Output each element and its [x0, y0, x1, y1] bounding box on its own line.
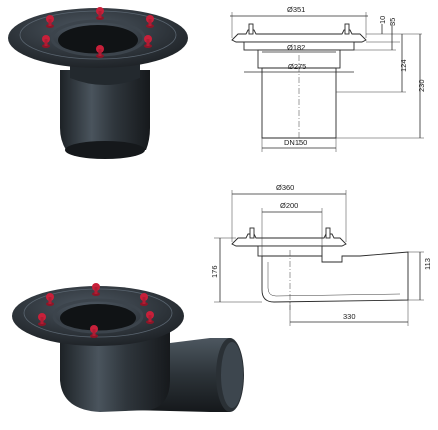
dim-outlet-height: 113 [423, 258, 432, 270]
elbow-body-profile [261, 251, 409, 303]
bolt-right [344, 23, 350, 35]
bolt [92, 283, 100, 296]
dim-height-230: 230 [417, 79, 426, 92]
drain-opening-2 [60, 304, 136, 332]
dim-height-176: 176 [210, 265, 219, 278]
vertical-drain-drawing: Ø351 Ø182 Ø275 DN150 10 35 124 230 [230, 5, 426, 152]
flange-profile [231, 29, 367, 43]
bolt [46, 15, 54, 28]
horizontal-drain-drawing: Ø360 Ø200 176 113 330 [210, 183, 432, 326]
bolt [96, 45, 104, 58]
dim-inner-diameter: Ø182 [287, 43, 305, 52]
bolt [146, 311, 154, 324]
bolt [90, 325, 98, 338]
dim-height-124: 124 [399, 59, 408, 72]
dim-flange-diameter: Ø351 [287, 5, 305, 14]
bolt [42, 35, 50, 48]
inner-wall [267, 262, 401, 297]
dim-ring-diameter: Ø275 [288, 62, 306, 71]
elbow-body [60, 330, 170, 412]
bolt-left [248, 23, 254, 35]
bolt [38, 313, 46, 326]
bolt [144, 35, 152, 48]
horizontal-drain-illustration [12, 283, 244, 412]
pipe-bottom-rim [65, 141, 145, 159]
dim-flange-diameter-2: Ø360 [276, 183, 294, 192]
vertical-drain-illustration [8, 7, 188, 159]
outlet-face [221, 342, 243, 408]
dim-pipe-label: DN150 [284, 138, 307, 147]
bolt-left-2 [249, 227, 255, 239]
bolt-set-top [42, 7, 154, 58]
drain-opening [58, 25, 138, 55]
dim-height-35: 35 [388, 18, 397, 26]
bolt [46, 293, 54, 306]
drain-pipe [60, 70, 150, 155]
dim-inner-diameter-2: Ø200 [280, 201, 298, 210]
opening-lip-2 [52, 298, 144, 334]
dim-outlet-length: 330 [343, 312, 356, 321]
bolt [140, 293, 148, 306]
bolt-set-bottom [38, 283, 154, 338]
bolt-right-2 [325, 227, 331, 239]
bolt [146, 15, 154, 28]
bolt [96, 7, 104, 20]
dim-height-10: 10 [378, 16, 387, 24]
